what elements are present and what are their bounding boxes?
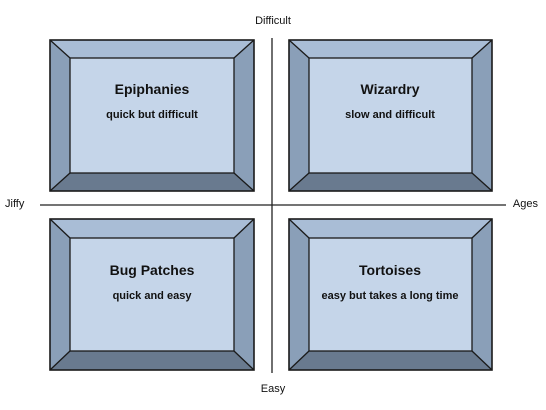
quadrant-epiphanies: Epiphanies quick but difficult xyxy=(69,81,235,122)
tile-bevel-bottom xyxy=(50,173,254,191)
quadrant-description: easy but takes a long time xyxy=(321,290,459,302)
tile-bevel-top xyxy=(289,219,492,238)
tile-bevel-right xyxy=(234,40,254,191)
quadrant-title: Epiphanies xyxy=(114,81,190,97)
tile-bevel-left xyxy=(289,219,309,370)
quadrant-tortoises: Tortoises easy but takes a long time xyxy=(307,262,473,303)
tile-bevel-left xyxy=(289,40,309,191)
quadrant-tile-wizardry xyxy=(288,39,493,192)
tile-face xyxy=(69,57,235,174)
quadrant-description: slow and difficult xyxy=(345,109,435,121)
axis-label-bottom: Easy xyxy=(260,383,286,395)
tile-bevel-bottom xyxy=(289,173,492,191)
quadrant-title: Tortoises xyxy=(359,262,421,278)
quadrant-description: quick and easy xyxy=(112,290,192,302)
axis-label-left: Jiffy xyxy=(5,198,25,210)
tile-bevel-top xyxy=(289,40,492,58)
quadrant-bug-patches: Bug Patches quick and easy xyxy=(69,262,235,303)
tile-bevel-right xyxy=(472,40,492,191)
quadrant-wizardry: Wizardry slow and difficult xyxy=(307,81,473,122)
tile-bevel-right xyxy=(472,219,492,370)
tile-bevel-right xyxy=(234,219,254,370)
tile-face xyxy=(308,57,473,174)
tile-bevel-bottom xyxy=(289,351,492,370)
quadrant-tile-epiphanies xyxy=(49,39,255,192)
tile-bevel-left xyxy=(50,219,70,370)
tile-bevel-bottom xyxy=(50,351,254,370)
tile-bevel-top xyxy=(50,40,254,58)
quadrant-tile-bug-patches xyxy=(49,218,255,371)
tile-bevel-left xyxy=(50,40,70,191)
quadrant-title: Bug Patches xyxy=(109,262,195,278)
quadrant-title: Wizardry xyxy=(360,81,420,97)
quadrant-description: quick but difficult xyxy=(106,109,198,121)
quadrant-tile-tortoises xyxy=(288,218,493,371)
tile-face xyxy=(308,237,473,352)
axis-label-top: Difficult xyxy=(255,15,291,27)
tile-bevel-top xyxy=(50,219,254,238)
tile-face xyxy=(69,237,235,352)
axis-label-right: Ages xyxy=(512,198,538,210)
